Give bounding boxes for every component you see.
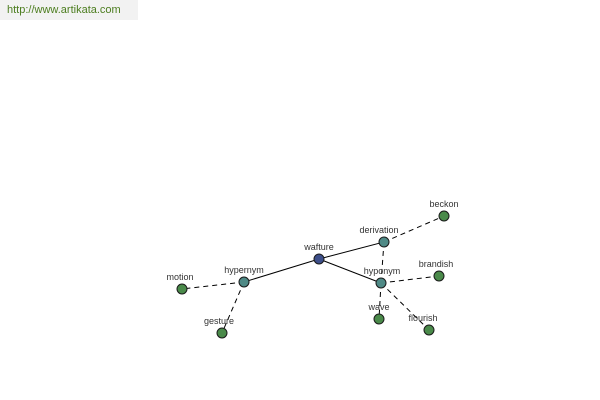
edge-derivation-hyponym [380, 241, 385, 284]
circle-node[interactable] [313, 253, 325, 265]
edge-wafture-hypernym [243, 258, 320, 283]
circle-node[interactable] [378, 236, 390, 248]
node-label-hyponym: hyponym [364, 266, 401, 276]
edge-hyponym-flourish [380, 282, 430, 331]
circle-node[interactable] [433, 270, 445, 282]
circle-node[interactable] [375, 277, 387, 289]
node-hypernym[interactable]: hypernym [224, 265, 264, 288]
node-label-motion: motion [166, 272, 193, 282]
circle-node[interactable] [438, 210, 450, 222]
source-bar: http://www.artikata.com [0, 0, 138, 20]
circle-node[interactable] [238, 276, 250, 288]
node-motion[interactable]: motion [166, 272, 194, 295]
node-brandish[interactable]: brandish [419, 259, 454, 282]
edge-hyponym-wave [378, 282, 382, 320]
edge-hyponym-brandish [380, 275, 440, 284]
node-flourish[interactable]: flourish [408, 313, 438, 336]
edge-derivation-beckon [383, 215, 445, 243]
edge-hypernym-gesture [221, 281, 245, 334]
graph-nodes: wafture hypernym derivation hyponym motion ge… [166, 199, 459, 339]
node-label-wafture: wafture [303, 242, 334, 252]
node-label-wave: wave [367, 302, 389, 312]
graph-edges [181, 215, 445, 334]
node-gesture[interactable]: gesture [204, 316, 234, 339]
node-label-gesture: gesture [204, 316, 234, 326]
node-label-beckon: beckon [429, 199, 458, 209]
node-beckon[interactable]: beckon [429, 199, 459, 222]
node-label-flourish: flourish [408, 313, 437, 323]
node-wafture[interactable]: wafture [303, 242, 334, 265]
circle-node[interactable] [216, 327, 228, 339]
source-link[interactable]: http://www.artikata.com [7, 4, 121, 16]
node-derivation[interactable]: derivation [359, 225, 399, 248]
node-label-brandish: brandish [419, 259, 454, 269]
node-wave[interactable]: wave [367, 302, 390, 325]
edge-hypernym-motion [181, 281, 245, 290]
edge-wafture-derivation [318, 241, 385, 260]
edge-wafture-hyponym [318, 258, 382, 284]
node-label-hypernym: hypernym [224, 265, 264, 275]
node-label-derivation: derivation [359, 225, 398, 235]
node-hyponym[interactable]: hyponym [364, 266, 401, 289]
circle-node[interactable] [373, 313, 385, 325]
circle-node[interactable] [176, 283, 188, 295]
circle-node[interactable] [423, 324, 435, 336]
